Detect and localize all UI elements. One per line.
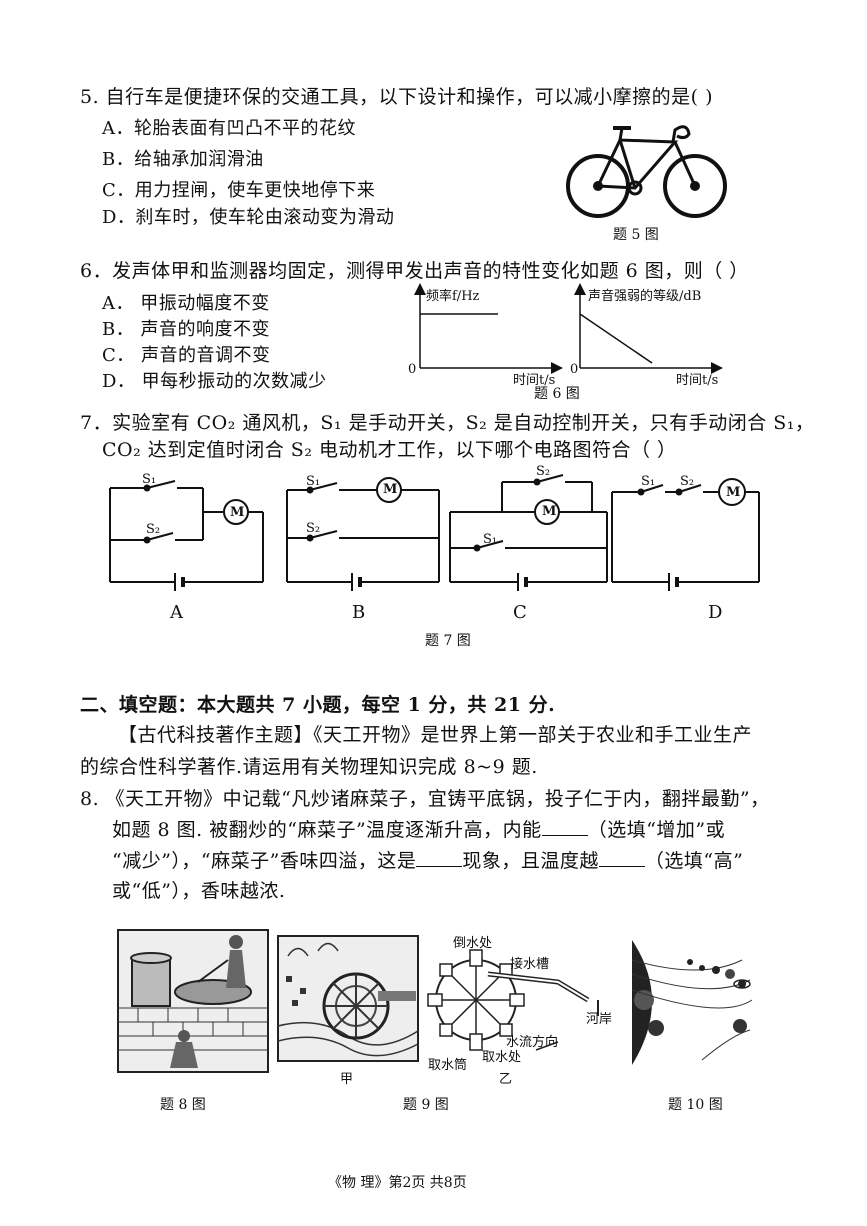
fig9-jia-label: 甲 <box>340 1072 354 1087</box>
section2-heading: 二、填空题：本大题共 7 小题，每空 1 分，共 21 分. <box>80 694 556 716</box>
circuit-b-s2-label: S₂ <box>306 521 321 536</box>
q8-line4: 或“低”），香味越浓. <box>112 880 286 902</box>
q8-blank-2[interactable] <box>416 850 463 867</box>
q5-option-b: B．给轴承加润滑油 <box>102 149 264 170</box>
fig8-illustration <box>117 929 269 1073</box>
graph2-origin: 0 <box>570 362 579 377</box>
fig10-caption: 题 10 图 <box>668 1097 723 1113</box>
q6-option-a: A． 甲振动幅度不变 <box>102 293 270 314</box>
circuit-d-motor-label: M <box>726 485 741 500</box>
circuit-d-s1-label: S₁ <box>641 474 656 489</box>
q5-option-a: A．轮胎表面有凹凸不平的花纹 <box>102 118 356 139</box>
q8-blank-3[interactable] <box>598 850 645 867</box>
q8-line2-text-b: （选填“增加”或 <box>587 819 726 841</box>
fig9-yi-label: 乙 <box>499 1072 513 1087</box>
graph2-xlabel: 时间t/s <box>676 373 719 388</box>
q8-line3: “减少”），“麻菜子”香味四溢，这是 现象，且温度越 （选填“高” <box>112 846 743 873</box>
circuit-d-s2-label: S₂ <box>680 474 695 489</box>
q6-option-d: D． 甲每秒振动的次数减少 <box>102 371 327 392</box>
q8-line3-text-a: “减少”），“麻菜子”香味四溢，这是 <box>112 850 417 872</box>
circuit-d-label: D <box>708 602 723 623</box>
fig8-caption: 题 8 图 <box>160 1097 206 1113</box>
fig5-caption: 题 5 图 <box>613 227 659 243</box>
fig9-intake-label: 取水处 <box>482 1050 522 1065</box>
q6-option-c: C． 声音的音调不变 <box>102 345 271 366</box>
graph1-ylabel: 频率f/Hz <box>426 289 480 304</box>
circuit-b-s1-label: S₁ <box>306 474 321 489</box>
fig9-yi-waterwheel <box>427 949 599 1051</box>
fig10-solar-system <box>631 940 753 1065</box>
q5-stem: 5. 自行车是便捷环保的交通工具，以下设计和操作，可以减小摩擦的是( ) <box>80 86 714 108</box>
q7-line1: 7．实验室有 CO₂ 通风机，S₁ 是手动开关，S₂ 是自动控制开关，只有手动闭… <box>80 412 815 434</box>
loudness-line <box>579 313 653 364</box>
circuit-a <box>109 480 264 591</box>
q5-option-c: C．用力捏闸，使车更快地停下来 <box>102 180 376 201</box>
fig9-bucket-label: 取水筒 <box>428 1058 468 1073</box>
frequency-time-graph <box>414 283 563 374</box>
bicycle-figure <box>566 125 727 218</box>
q5-option-d: D．刹车时，使车轮由滚动变为滑动 <box>102 207 395 228</box>
fig9-flow-label: 水流方向 <box>506 1035 559 1050</box>
circuit-c-s1-label: S₁ <box>483 532 498 547</box>
circuit-a-label: A <box>170 602 184 623</box>
graph2-ylabel: 声音强弱的等级/dB <box>588 289 702 304</box>
q8-line2-text-a: 如题 8 图. 被翻炒的“麻菜子”温度逐渐升高，内能 <box>112 819 542 841</box>
fig9-jia-illustration <box>277 935 419 1062</box>
q8-line3-text-c: （选填“高” <box>644 850 744 872</box>
q8-line3-text-b: 现象，且温度越 <box>462 850 599 872</box>
q7-line2: CO₂ 达到定值时闭合 S₂ 电动机才工作，以下哪个电路图符合（ ） <box>102 439 677 461</box>
q8-line1: 8. 《天工开物》中记载“凡炒诸麻菜子，宜铸平底锅，投子仁于内，翻拌最勤”， <box>80 788 770 810</box>
q8-blank-1[interactable] <box>541 819 588 836</box>
page-footer: 《物 理》第2页 共8页 <box>328 1175 467 1191</box>
fig9-top-left-label: 倒水处 <box>453 936 493 951</box>
circuit-a-motor-label: M <box>230 505 245 520</box>
section2-intro-line2: 的综合性科学著作.请运用有关物理知识完成 8~9 题. <box>80 756 538 778</box>
circuit-c-s2-label: S₂ <box>536 464 551 479</box>
circuit-b-motor-label: M <box>383 482 398 497</box>
fig9-trough-label: 接水槽 <box>510 957 550 972</box>
circuit-d <box>611 478 760 591</box>
fig6-caption: 题 6 图 <box>534 386 580 402</box>
circuit-b <box>286 477 440 591</box>
graph1-origin: 0 <box>408 362 417 377</box>
circuit-b-label: B <box>352 602 366 623</box>
q8-line2: 如题 8 图. 被翻炒的“麻菜子”温度逐渐升高，内能 （选填“增加”或 <box>112 815 725 842</box>
q6-stem: 6．发声体甲和监测器均固定，测得甲发出声音的特性变化如题 6 图，则（ ） <box>80 260 749 282</box>
circuit-c-label: C <box>513 602 528 623</box>
fig9-caption: 题 9 图 <box>403 1097 449 1113</box>
circuit-c-motor-label: M <box>542 504 557 519</box>
circuit-a-s2-label: S₂ <box>146 522 161 537</box>
fig7-caption: 题 7 图 <box>425 633 471 649</box>
circuit-a-s1-label: S₁ <box>142 472 157 487</box>
loudness-time-graph <box>574 283 723 374</box>
q6-option-b: B． 声音的响度不变 <box>102 319 270 340</box>
section2-intro-line1: 【古代科技著作主题】《天工开物》是世界上第一部关于农业和手工业生产 <box>118 724 753 746</box>
circuit-c <box>449 474 608 591</box>
fig9-bank-label: 河岸 <box>586 1012 613 1027</box>
graph1-xlabel: 时间t/s <box>513 373 556 388</box>
